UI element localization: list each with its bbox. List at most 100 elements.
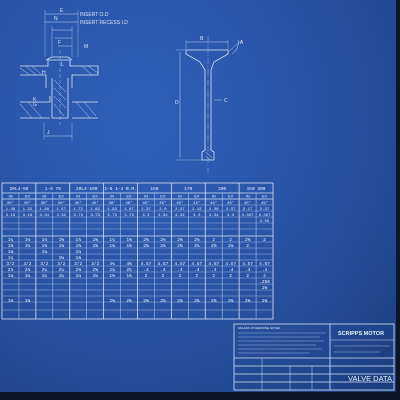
table-cell: 2¾: [126, 267, 132, 273]
table-cell: 1⅝: [59, 243, 65, 249]
table-cell: 2¼: [42, 267, 48, 273]
table-cell: 30°: [24, 201, 31, 206]
table-cell: 1¼: [109, 237, 115, 243]
table-cell: 4.367: [242, 214, 255, 218]
table-cell: 2⅜: [143, 237, 149, 243]
table-cell: 2⅜: [126, 298, 132, 304]
table-cell: 1⅜: [25, 298, 31, 304]
table-cell: 2.0: [159, 208, 167, 212]
table-cell: 3/2: [40, 261, 48, 267]
in-ex-label: EX: [228, 194, 234, 199]
table-cell: 2⅜: [109, 298, 115, 304]
model-label: 20L4-60: [9, 186, 28, 192]
table-cell: .4: [194, 267, 200, 273]
table-cell: 1⅞: [76, 237, 82, 243]
table-cell: 30°: [108, 201, 115, 206]
table-cell: 1¼: [8, 237, 14, 243]
table-cell: .4: [245, 267, 251, 273]
table-cell: 4.34: [40, 214, 50, 218]
in-ex-label: EX: [92, 194, 98, 199]
table-cell: 45°: [193, 201, 200, 206]
callout-b: B: [200, 36, 204, 42]
table-cell: 2⅞: [25, 267, 31, 273]
table-cell: 2: [246, 273, 249, 279]
table-cell: 2: [195, 273, 198, 279]
table-cell: 2.36: [209, 208, 219, 212]
table-cell: 2¼: [59, 267, 65, 273]
callout-a: A: [240, 40, 244, 46]
table-cell: 2⅝: [177, 243, 183, 249]
table-cell: 2: [229, 273, 232, 279]
table-cell: 1⅛: [92, 273, 98, 279]
table-cell: 4.57: [191, 261, 202, 267]
table-cell: 2⅝: [177, 237, 183, 243]
in-ex-label: IN: [76, 194, 80, 199]
table-cell: 1⅝: [126, 237, 132, 243]
table-cell: 2.12: [192, 208, 202, 212]
table-cell: 3.19: [23, 214, 33, 218]
table-cell: 45°: [75, 201, 82, 206]
table-cell: 4⅛: [109, 261, 115, 267]
table-cell: 4.367: [259, 214, 272, 218]
table-cell: 4.34: [158, 214, 168, 218]
table-cells: 30°30°30°30°45°45°30°45°45°45°45°45°45°4…: [6, 201, 271, 304]
in-ex-label: IN: [8, 194, 12, 199]
table-cell: 45°: [176, 201, 183, 206]
callout-c: C: [224, 98, 228, 104]
table-cell: 45°: [125, 201, 132, 206]
table-cell: 1⅛: [8, 273, 14, 279]
in-ex-label: EX: [194, 194, 200, 199]
in-ex-label: IN: [212, 194, 216, 199]
table-cell: .4: [177, 267, 183, 273]
callout-l: L: [61, 62, 64, 68]
table-cell: 1⅛: [25, 273, 31, 279]
in-ex-label: EX: [262, 194, 268, 199]
table-cell: 4.57: [259, 261, 270, 267]
table-cell: 2: [212, 237, 215, 243]
model-label: 200: [218, 186, 226, 192]
table-cell: 2⅝: [143, 243, 149, 249]
table-cell: 30°: [41, 201, 48, 206]
table-cell: .4: [262, 267, 268, 273]
in-ex-label: IN: [178, 194, 182, 199]
model-label: 20L4-100: [76, 186, 98, 192]
table-cell: 2: [178, 273, 181, 279]
table-cell: 45°: [142, 201, 149, 206]
company-name: SCRIPPS MOTOR: [338, 331, 384, 337]
table-cell: 2: [263, 237, 266, 243]
table-cell: 2⅞: [8, 267, 14, 273]
table-cell: 45°: [210, 201, 217, 206]
callout-d: D: [175, 100, 179, 106]
table-cell: 45°: [261, 201, 268, 206]
table-cell: .4: [228, 267, 234, 273]
table-cell: 1⅛: [59, 255, 65, 261]
table-cell: 1⅜: [76, 255, 82, 261]
in-ex-label: EX: [25, 194, 31, 199]
table-cell: 2: [263, 273, 266, 279]
table-cell: 3/2: [74, 261, 82, 267]
table-cell: .4: [143, 267, 149, 273]
right-dark-edge: [396, 0, 400, 400]
table-cell: 1.93: [107, 208, 117, 212]
table-cell: 2⅝: [76, 267, 82, 273]
table-cell: 1⅛: [25, 237, 31, 243]
callout-n: N: [54, 16, 58, 22]
drawing-title: VALVE DATA: [348, 374, 392, 383]
table-cell: 3/2: [91, 261, 99, 267]
table-cell: 30°: [58, 201, 65, 206]
table-cell: 1½: [42, 237, 48, 243]
in-ex-label: EX: [59, 194, 65, 199]
table-cell: 4.57: [141, 261, 152, 267]
table-cell: 45°: [244, 201, 251, 206]
table-cell: 2.37: [175, 208, 185, 212]
insert-recess-label: INSERT RECESS I.D: [80, 20, 128, 26]
table-cell: 2.37: [141, 208, 151, 212]
in-ex-label: EX: [160, 194, 166, 199]
table-cell: 1.48: [6, 208, 16, 212]
table-cell: 2.37: [260, 208, 270, 212]
table-cell: 3.18: [6, 214, 16, 218]
